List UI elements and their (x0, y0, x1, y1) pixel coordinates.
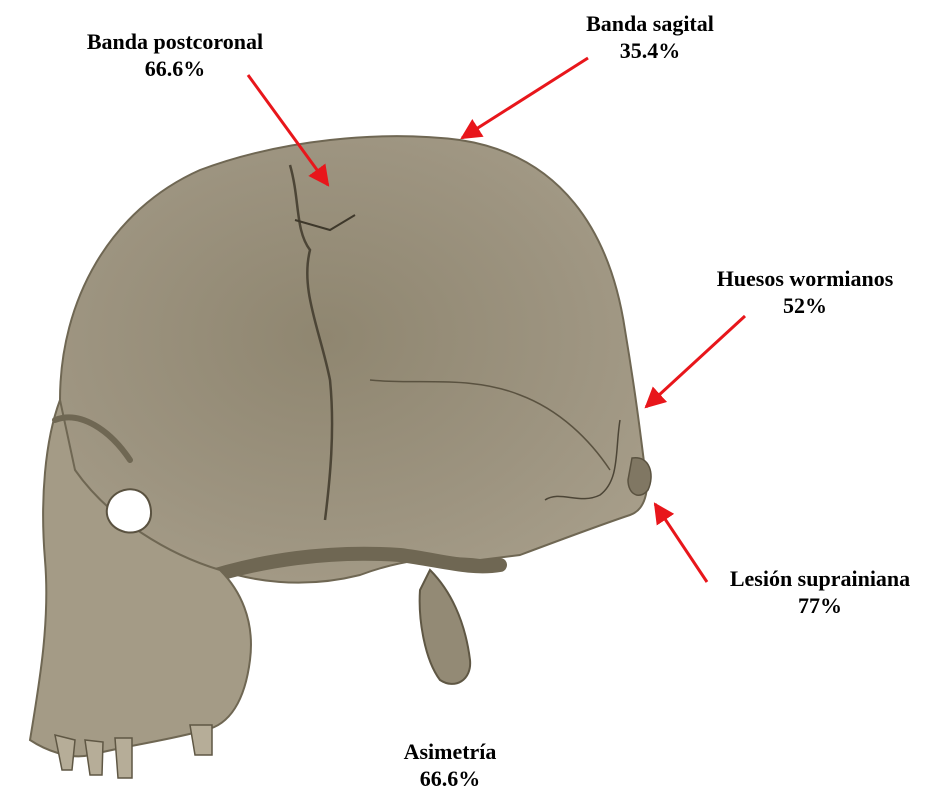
label-asimetria: Asimetría 66.6% (340, 738, 560, 792)
label-percentage: 66.6% (40, 55, 310, 82)
arrow-sagital (462, 58, 588, 138)
label-percentage: 66.6% (340, 765, 560, 792)
label-title: Banda postcoronal (40, 28, 310, 55)
label-title: Banda sagital (540, 10, 760, 37)
label-title: Lesión suprainiana (700, 565, 940, 592)
label-huesos-wormianos: Huesos wormianos 52% (680, 265, 930, 319)
label-lesion-suprainiana: Lesión suprainiana 77% (700, 565, 940, 619)
label-banda-postcoronal: Banda postcoronal 66.6% (40, 28, 310, 82)
label-percentage: 52% (680, 292, 930, 319)
label-title: Huesos wormianos (680, 265, 930, 292)
label-title: Asimetría (340, 738, 560, 765)
label-percentage: 35.4% (540, 37, 760, 64)
arrow-postcoronal (248, 75, 328, 185)
label-banda-sagital: Banda sagital 35.4% (540, 10, 760, 64)
arrow-wormianos (646, 316, 745, 407)
label-percentage: 77% (700, 592, 940, 619)
